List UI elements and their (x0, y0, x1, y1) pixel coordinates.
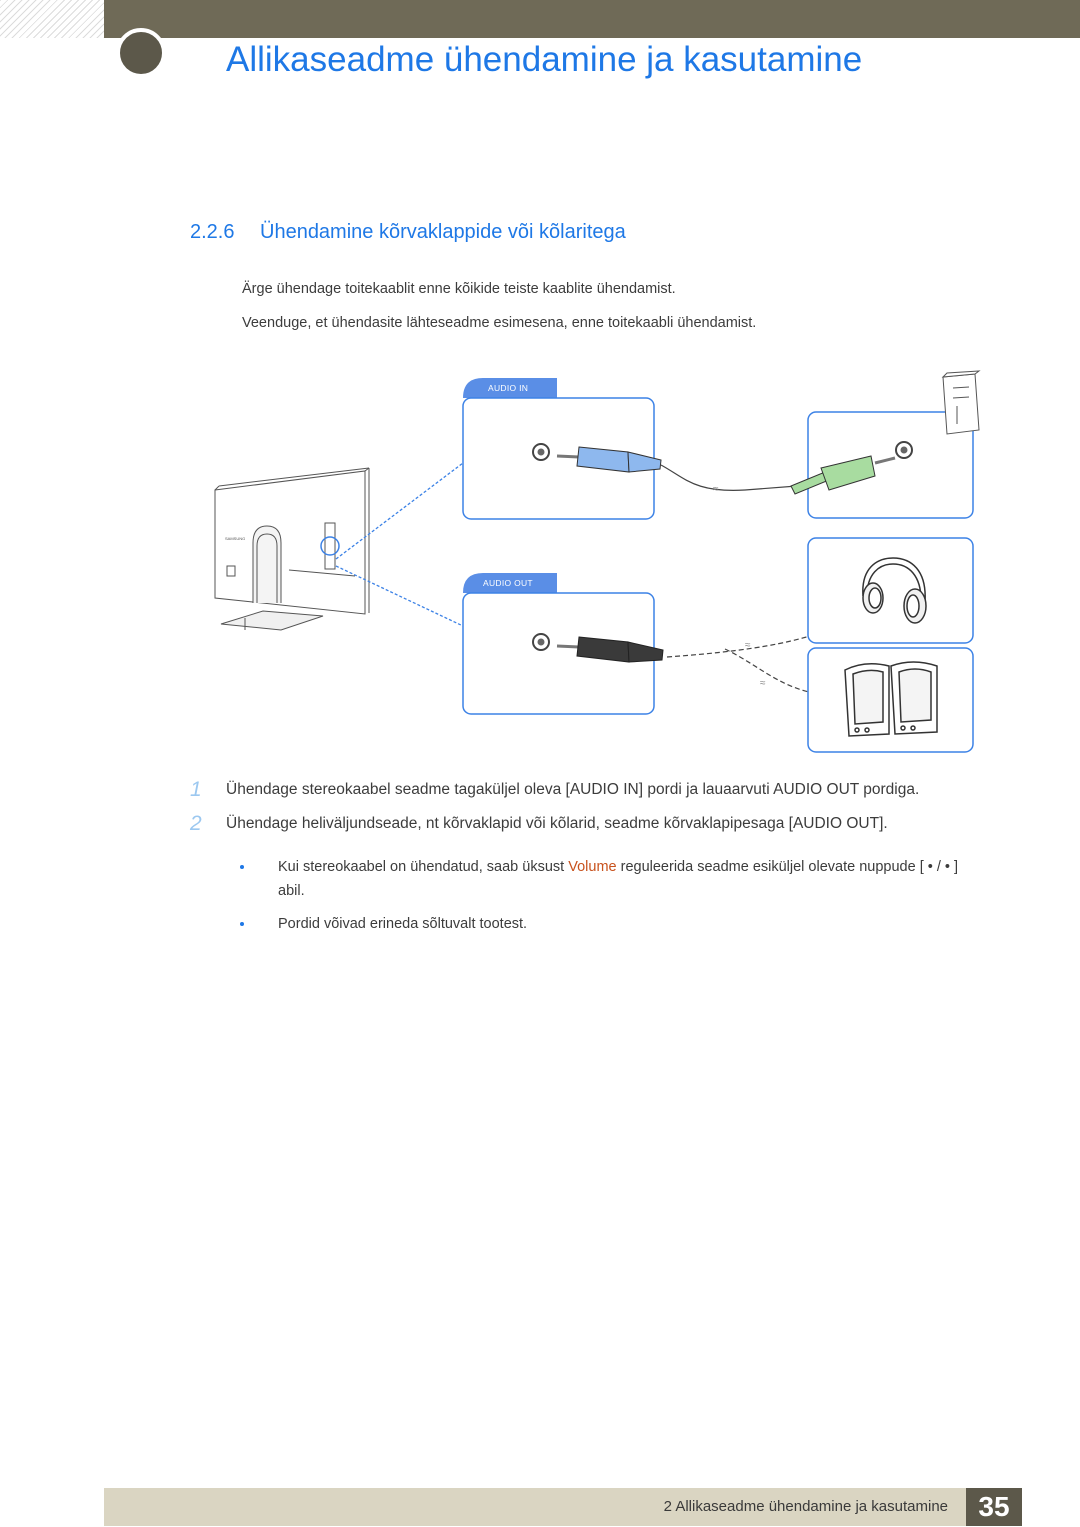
page-number: 35 (966, 1488, 1022, 1526)
audio-out-tab-label: AUDIO OUT (483, 578, 533, 588)
bullet-volume: Kui stereokaabel on ühendatud, saab üksu… (240, 855, 960, 903)
pc-tower-icon (941, 370, 981, 435)
note-1: Ärge ühendage toitekaablit enne kõikide … (242, 281, 676, 297)
callout-line-out (335, 565, 464, 627)
pc-plug (790, 455, 896, 495)
section-heading: 2.2.6 Ühendamine kõrvaklappide või kõlari… (190, 221, 626, 244)
speakers-panel (807, 647, 974, 753)
audio-in-plug (556, 446, 662, 473)
bullet-dot-icon (240, 865, 244, 869)
bullet-ports: Pordid võivad erineda sõltuvalt tootest. (240, 912, 960, 936)
audio-out-tab (463, 573, 557, 593)
bullet-volume-post: reguleerida seadme esiküljel olevate nup… (278, 859, 959, 899)
chapter-badge (116, 28, 166, 78)
step-2-number: 2 (190, 812, 202, 835)
audio-cable (660, 464, 798, 491)
pc-panel (807, 411, 974, 519)
chapter-title: Allikaseadme ühendamine ja kasutamine (226, 40, 863, 79)
svg-text:≈: ≈ (745, 640, 751, 651)
audio-in-tab-label: AUDIO IN (488, 383, 528, 393)
section-title: Ühendamine kõrvaklappide või kõlaritega (260, 221, 626, 243)
note-2: Veenduge, et ühendasite lähteseadme esim… (242, 315, 757, 331)
header-hatch (0, 0, 104, 38)
connection-diagram: SAMSUNG AUDIO IN ≈ AUDIO OUT ≈ ≈ (214, 370, 981, 753)
volume-highlight: Volume (568, 859, 617, 875)
port-highlight-circle (320, 536, 340, 556)
monitor-brand: SAMSUNG (225, 536, 245, 541)
footer-bar: 2 Allikaseadme ühendamine ja kasutamine (104, 1488, 966, 1526)
bullet-dot-icon (240, 922, 244, 926)
bullet-volume-text: Kui stereokaabel on ühendatud, saab üksu… (278, 855, 960, 903)
step-1-text: Ühendage stereokaabel seadme tagaküljel … (226, 781, 920, 798)
bullet-volume-pre: Kui stereokaabel on ühendatud, saab üksu… (278, 859, 565, 875)
step-1-number: 1 (190, 778, 202, 801)
monitor-illustration (214, 467, 370, 631)
svg-text:≈: ≈ (760, 678, 766, 689)
headphones-icon (862, 557, 927, 624)
step-2-text: Ühendage heliväljundseade, nt kõrvaklapi… (226, 815, 888, 832)
step-1: 1 Ühendage stereokaabel seadme tagaküljel… (190, 778, 919, 802)
svg-text:≈: ≈ (713, 484, 719, 495)
header-bar (104, 0, 1080, 38)
audio-out-plug (556, 636, 664, 663)
bullet-ports-text: Pordid võivad erineda sõltuvalt tootest. (278, 916, 528, 932)
footer-chapter-text: 2 Allikaseadme ühendamine ja kasutamine (663, 1498, 948, 1515)
speakers-icon (844, 661, 938, 737)
callout-line-in (335, 462, 464, 560)
audio-in-tab (463, 378, 557, 398)
section-number: 2.2.6 (190, 221, 235, 243)
headphone-cable (666, 605, 866, 658)
step-2: 2 Ühendage heliväljundseade, nt kõrvaklap… (190, 812, 888, 836)
